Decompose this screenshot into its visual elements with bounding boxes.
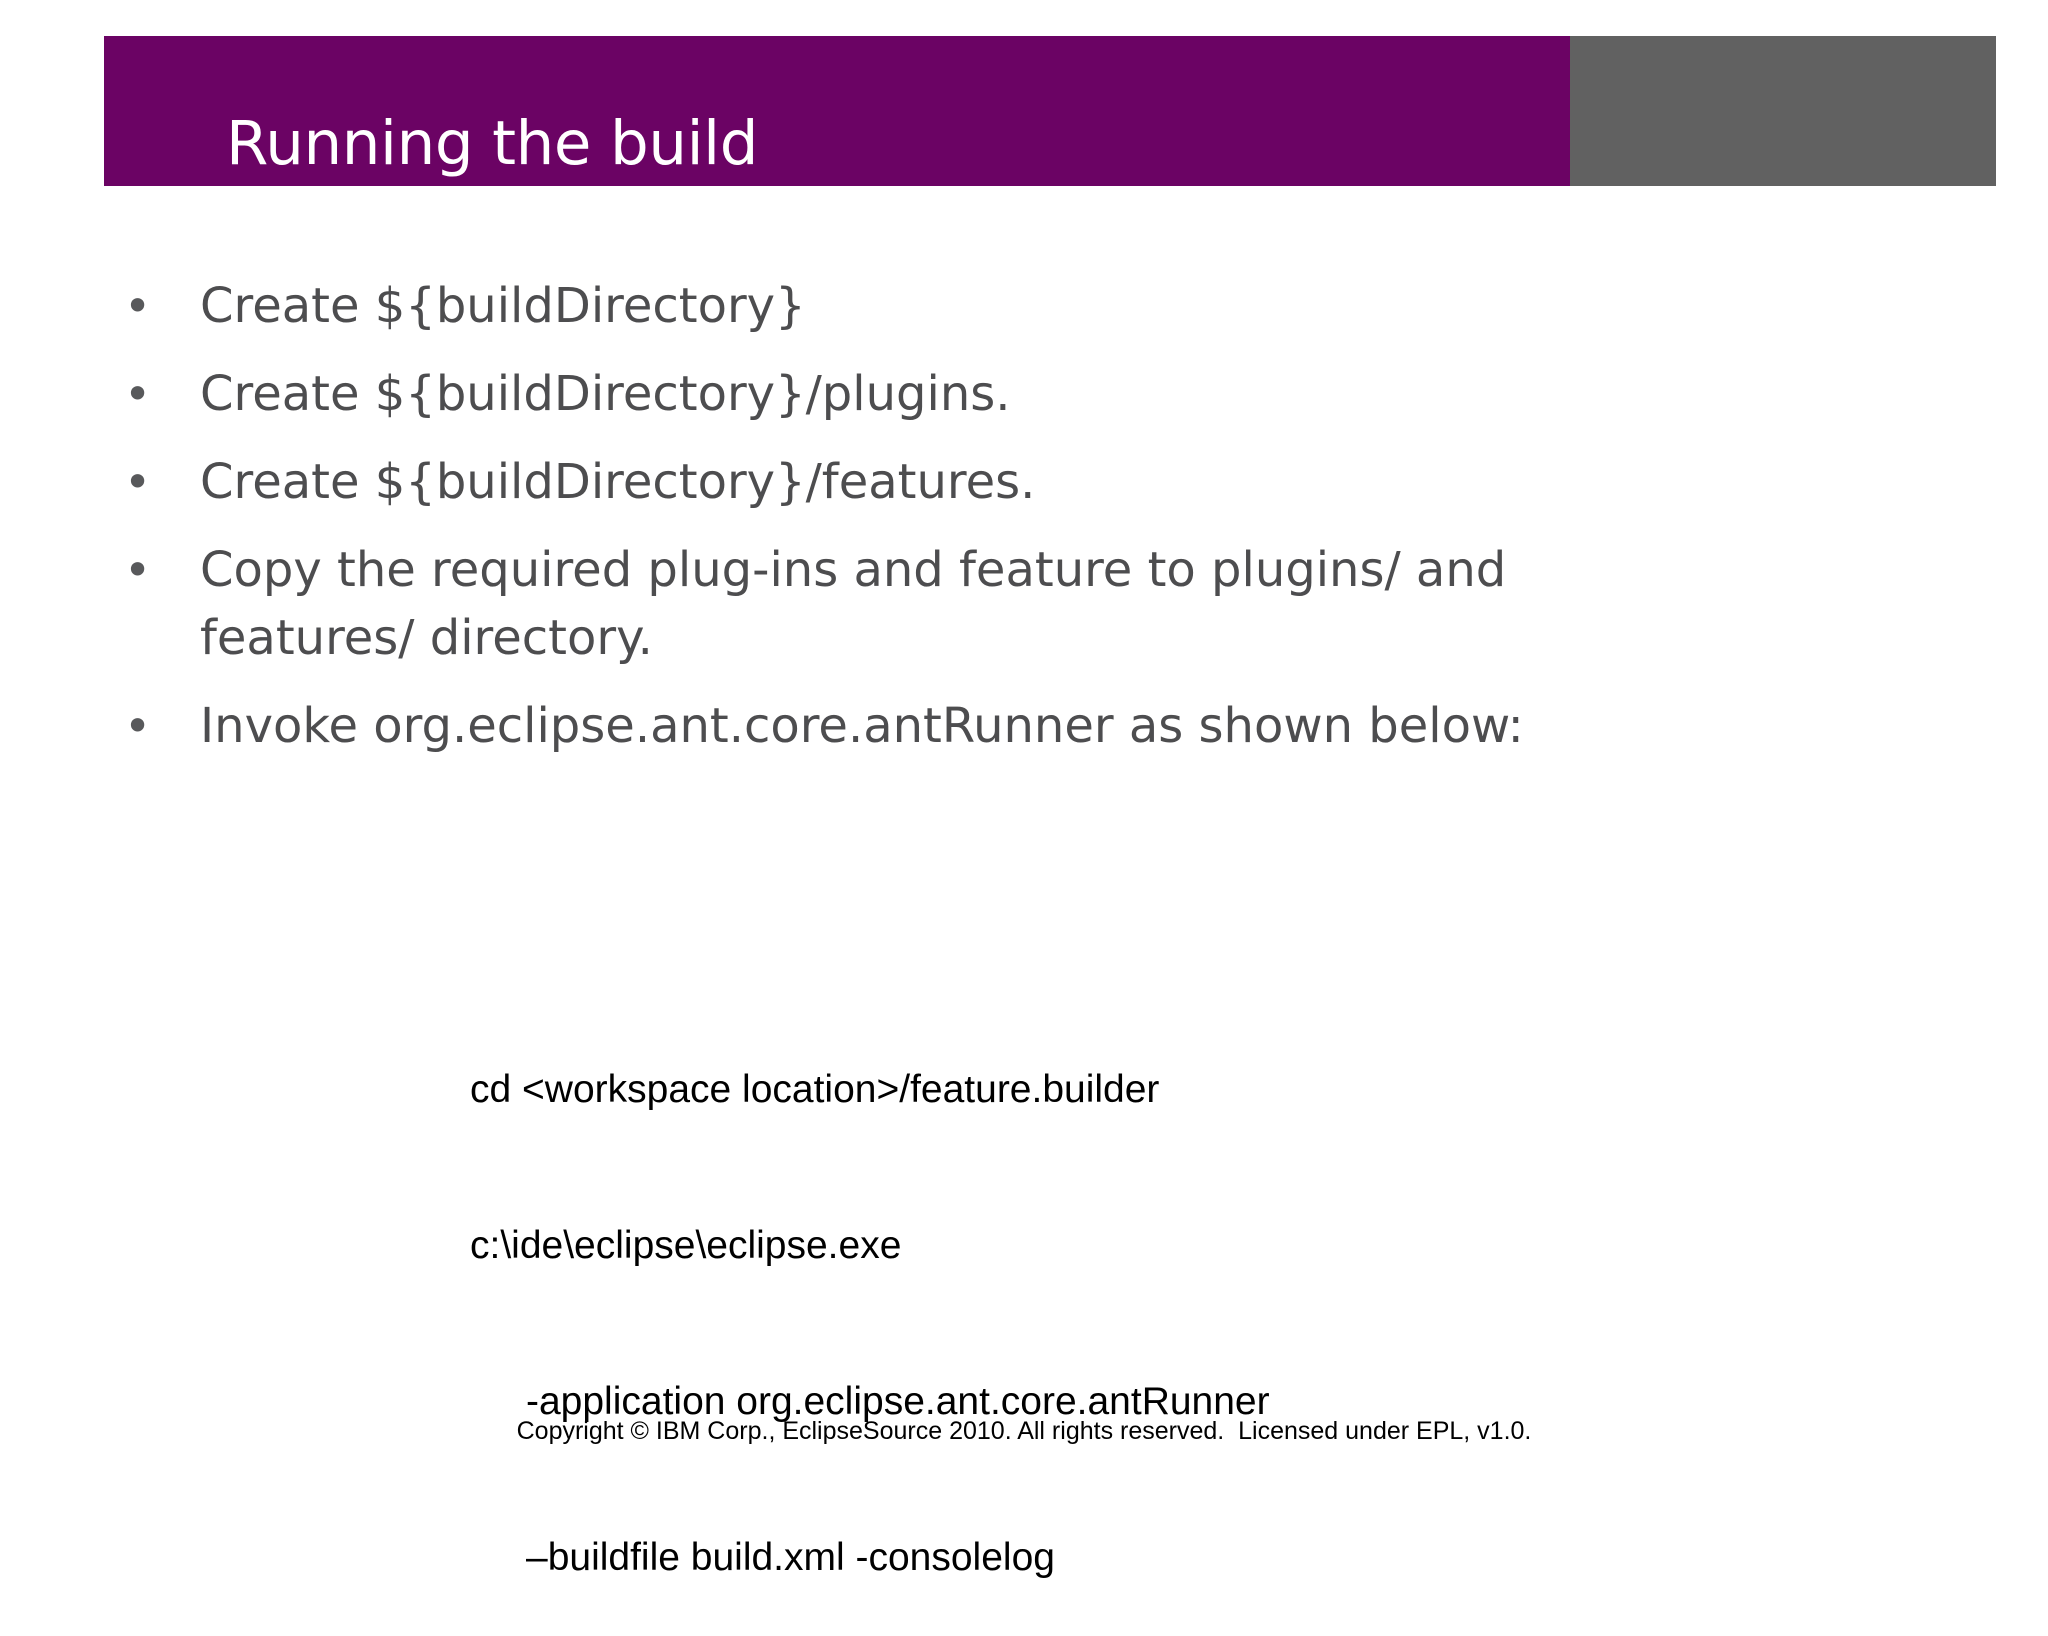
bullet-point-icon: • <box>124 543 152 597</box>
code-line: –buildfile build.xml -consolelog <box>526 1536 1055 1579</box>
bullet-point-icon: • <box>124 367 152 421</box>
copyright-footer: Copyright © IBM Corp., EclipseSource 201… <box>516 1417 1532 1445</box>
code-block: cd <workspace location>/feature.builder … <box>470 960 1670 1636</box>
bullet-point-icon: • <box>124 699 152 753</box>
list-item: • Create ${buildDirectory}/plugins. <box>104 360 1904 428</box>
list-item-label: Create ${buildDirectory} <box>200 278 806 334</box>
list-item: • Create ${buildDirectory}/features. <box>104 448 1904 516</box>
list-item: • Create ${buildDirectory} <box>104 272 1904 340</box>
bullet-point-icon: • <box>124 279 152 333</box>
code-line: c:\ide\eclipse\eclipse.exe <box>470 1224 902 1267</box>
list-item-label: Invoke org.eclipse.ant.core.antRunner as… <box>200 698 1524 754</box>
page-title: Running the build <box>226 108 759 179</box>
list-item: • Copy the required plug-ins and feature… <box>104 536 1904 672</box>
bullet-list: • Create ${buildDirectory} • Create ${bu… <box>104 272 1904 780</box>
code-line: cd <workspace location>/feature.builder <box>470 1068 1160 1111</box>
list-item-label: Create ${buildDirectory}/plugins. <box>200 366 1011 422</box>
list-item-label: Create ${buildDirectory}/features. <box>200 454 1036 510</box>
bullet-point-icon: • <box>124 455 152 509</box>
list-item-label: Copy the required plug-ins and feature t… <box>200 542 1507 666</box>
list-item: • Invoke org.eclipse.ant.core.antRunner … <box>104 692 1904 760</box>
code-line: -application org.eclipse.ant.core.antRun… <box>526 1380 1270 1423</box>
title-bar: Running the build <box>104 36 1570 186</box>
title-accent-block <box>1570 36 1996 186</box>
